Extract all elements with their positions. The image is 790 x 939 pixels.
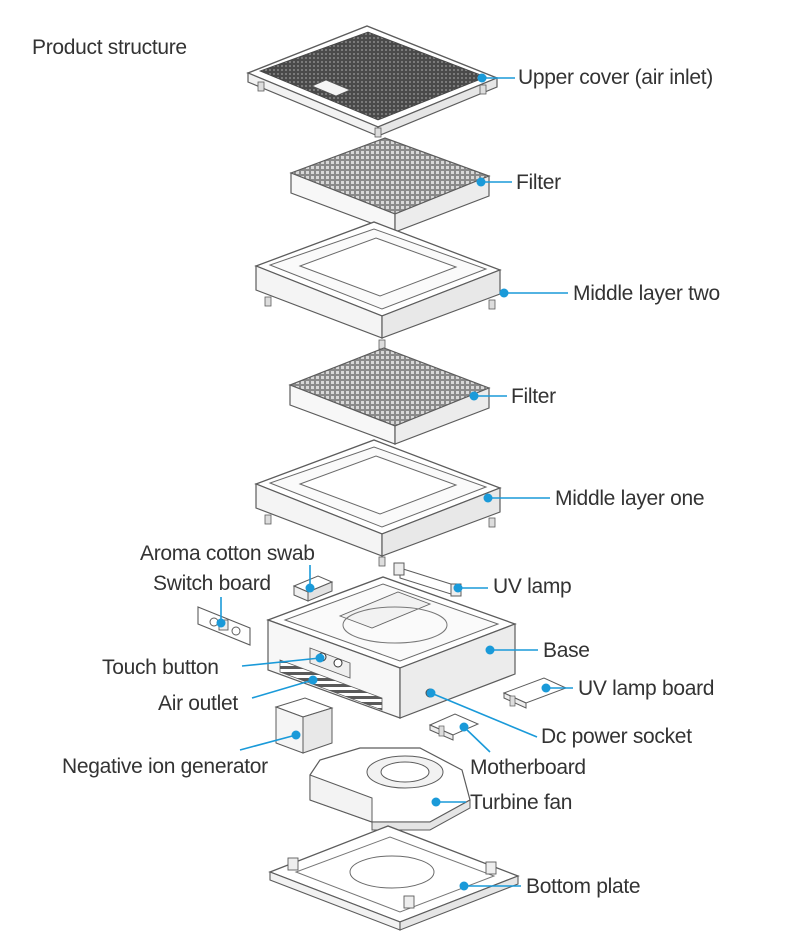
middle-layer-one-part xyxy=(254,439,502,567)
ion-generator-part xyxy=(274,697,334,754)
upper-cover-part xyxy=(246,25,499,138)
middle-layer-two-callout-dot xyxy=(499,288,509,298)
motherboard-label: Motherboard xyxy=(470,756,586,779)
bottom-plate-callout-dot xyxy=(459,881,469,891)
middle-layer-one-label: Middle layer one xyxy=(555,487,705,510)
motherboard-callout-dot xyxy=(459,722,469,732)
air-outlet-label: Air outlet xyxy=(158,692,238,715)
aroma-cotton-swab-label: Aroma cotton swab xyxy=(140,542,315,565)
turbine-fan-callout-dot xyxy=(431,797,441,807)
middle-layer-two-label: Middle layer two xyxy=(573,282,720,305)
motherboard-part xyxy=(428,713,480,741)
middle-layer-two-part xyxy=(254,221,502,350)
upper-cover-label: Upper cover (air inlet) xyxy=(518,66,713,89)
dc-power-socket-label: Dc power socket xyxy=(541,725,692,748)
filter-top-label: Filter xyxy=(516,171,561,194)
uv-lamp-board-part xyxy=(502,677,568,709)
touch-button-leader-line xyxy=(241,657,321,667)
dc-power-socket-leader-line xyxy=(430,692,538,738)
filter-bottom-part xyxy=(288,347,491,445)
uv-lamp-label: UV lamp xyxy=(493,575,572,598)
base-label: Base xyxy=(543,639,590,662)
filter-bottom-callout-dot xyxy=(469,391,479,401)
filter-top-part xyxy=(289,137,491,233)
negative-ion-generator-callout-dot xyxy=(291,730,301,740)
uv-lamp-board-callout-dot xyxy=(541,683,551,693)
diagram-title: Product structure xyxy=(32,36,187,59)
turbine-fan-part xyxy=(309,747,471,831)
motherboard-leader-line xyxy=(463,726,491,753)
filter-bottom-label: Filter xyxy=(511,385,556,408)
air-outlet-callout-dot xyxy=(308,675,318,685)
uv-lamp-callout-dot xyxy=(453,583,463,593)
upper-cover-callout-dot xyxy=(477,73,487,83)
aroma-cotton-swab-callout-dot xyxy=(305,583,315,593)
negative-ion-generator-leader-line xyxy=(239,734,297,751)
touch-button-label: Touch button xyxy=(102,656,219,679)
callout-layer xyxy=(216,73,573,891)
bottom-plate-part xyxy=(268,825,520,931)
switch-board-label: Switch board xyxy=(153,572,271,595)
turbine-fan-label: Turbine fan xyxy=(470,791,573,814)
uv-lamp-board-label: UV lamp board xyxy=(578,677,715,700)
switch-board-callout-dot xyxy=(216,618,226,628)
negative-ion-generator-label: Negative ion generator xyxy=(62,755,268,778)
air-outlet-leader-line xyxy=(251,679,314,699)
filter-top-callout-dot xyxy=(476,177,486,187)
touch-button-callout-dot xyxy=(315,653,325,663)
bottom-plate-label: Bottom plate xyxy=(526,875,641,898)
base-callout-dot xyxy=(485,645,495,655)
dc-power-socket-callout-dot xyxy=(426,688,436,698)
base-part xyxy=(266,576,517,719)
middle-layer-one-callout-dot xyxy=(483,493,493,503)
